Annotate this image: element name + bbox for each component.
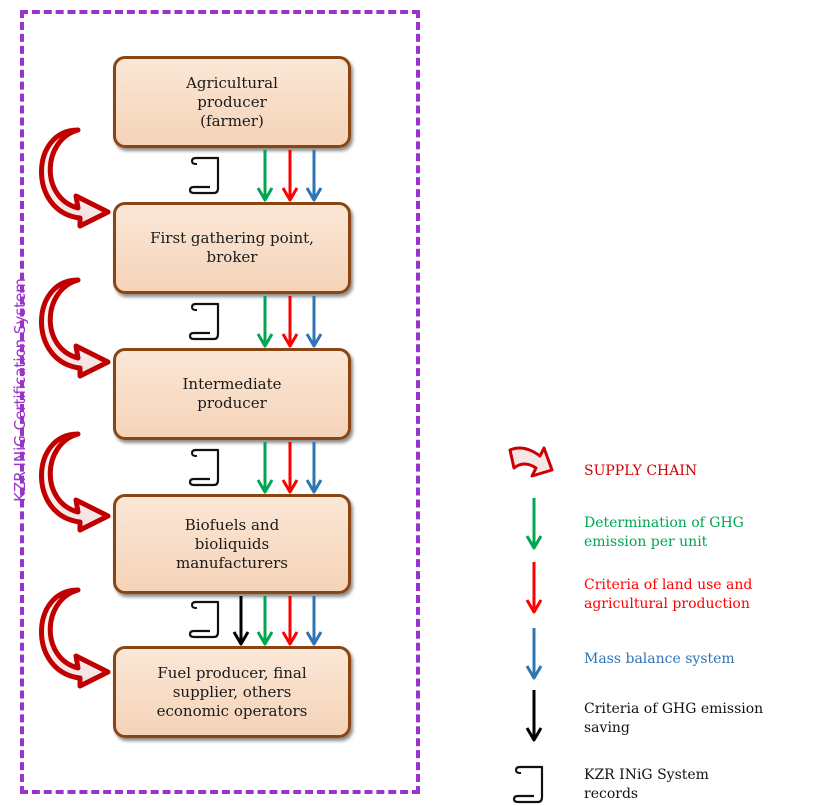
legend-mass-balance-arrow <box>525 628 543 680</box>
node-biofuels-manufacturers: Biofuels and bioliquids manufacturers <box>113 494 351 594</box>
legend-supply-chain-icon <box>508 446 554 478</box>
supply-chain-arrow-3 <box>42 434 109 530</box>
certification-system-boundary <box>20 10 420 794</box>
flow-arrow-land_use-2 <box>281 296 299 348</box>
records-scroll-icon-4 <box>188 600 220 639</box>
legend-records-label: KZR INiG System records <box>584 767 709 802</box>
flow-arrow-ghg_determination-4 <box>256 596 274 646</box>
legend-mass-balance-label: Mass balance system <box>584 651 735 667</box>
legend-land-use-arrow <box>525 562 543 614</box>
supply-chain-arrow-2 <box>42 280 109 376</box>
flow-arrow-mass_balance-3 <box>305 442 323 494</box>
records-scroll-icon-1 <box>188 156 220 195</box>
flow-arrow-land_use-3 <box>281 442 299 494</box>
flow-arrow-land_use-4 <box>281 596 299 646</box>
records-scroll-icon-2 <box>188 302 220 341</box>
legend-ghg-saving-label: Criteria of GHG emission saving <box>584 701 764 736</box>
node-agricultural-producer: Agricultural producer (farmer) <box>113 56 351 148</box>
legend-supply-chain-label: SUPPLY CHAIN <box>584 463 698 479</box>
records-scroll-icon-3 <box>188 448 220 487</box>
flow-arrow-ghg_determination-2 <box>256 296 274 348</box>
legend-ghg-determination-label: Determination of GHG emission per unit <box>584 515 744 550</box>
flow-arrow-mass_balance-4 <box>305 596 323 646</box>
flow-arrow-mass_balance-2 <box>305 296 323 348</box>
flow-arrow-mass_balance-1 <box>305 150 323 202</box>
flow-arrow-ghg_determination-1 <box>256 150 274 202</box>
flow-arrow-ghg_determination-3 <box>256 442 274 494</box>
flow-arrow-land_use-1 <box>281 150 299 202</box>
node-first-gathering-point: First gathering point, broker <box>113 202 351 294</box>
legend-records-icon <box>512 765 544 804</box>
legend-ghg-determination-arrow <box>525 498 543 550</box>
legend-ghg-saving-arrow <box>525 690 543 742</box>
node-intermediate-producer: Intermediate producer <box>113 348 351 440</box>
flow-arrow-ghg_saving-4 <box>232 596 250 646</box>
supply-chain-arrow-4 <box>42 590 109 686</box>
legend-land-use-label: Criteria of land use and agricultural pr… <box>584 577 753 612</box>
supply-chain-arrow-1 <box>42 130 109 226</box>
node-fuel-producer: Fuel producer, final supplier, others ec… <box>113 646 351 738</box>
flow-arrows-group <box>232 150 554 742</box>
